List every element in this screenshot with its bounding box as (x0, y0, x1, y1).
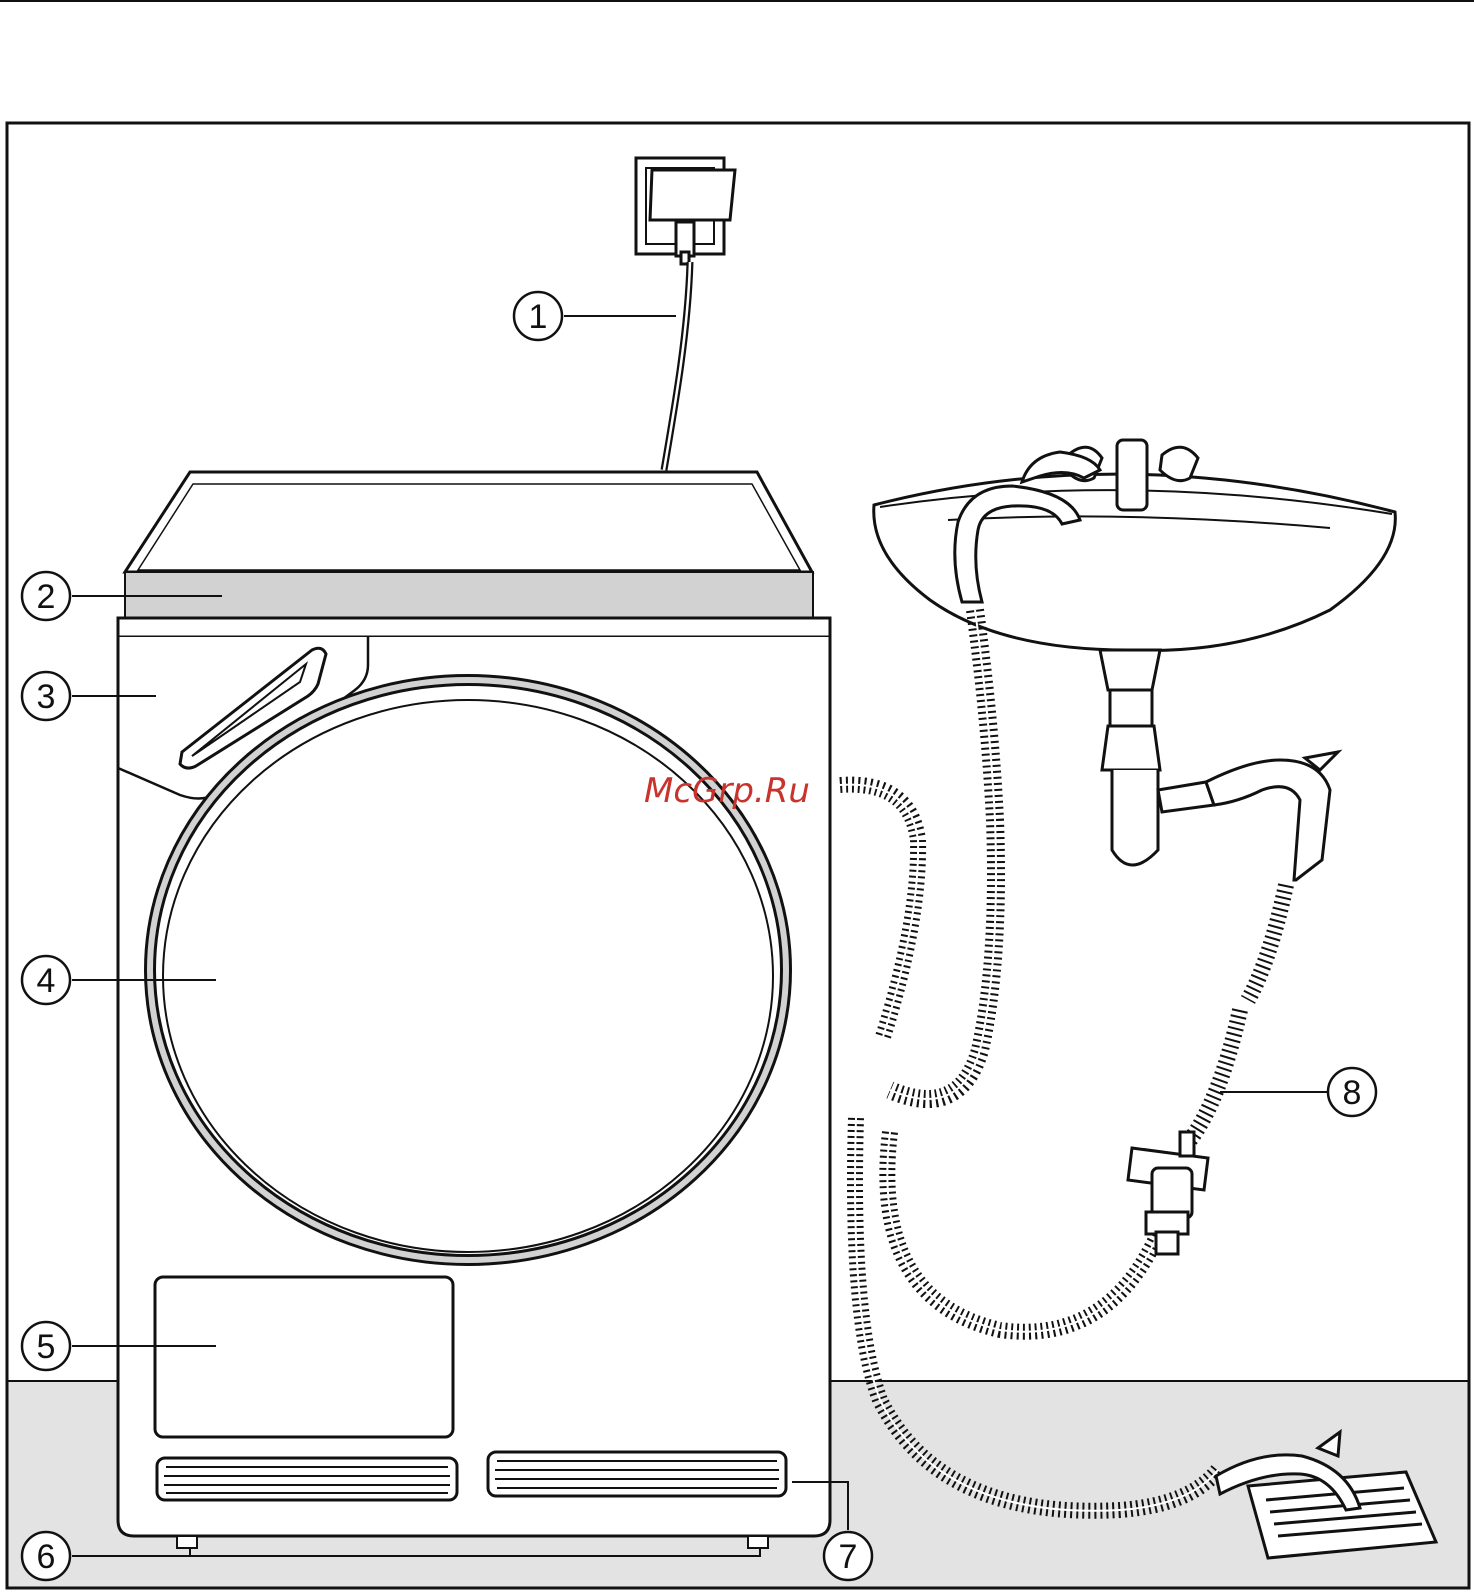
dryer-top (122, 470, 815, 574)
svg-text:8: 8 (1343, 1074, 1362, 1112)
hose-sink-clamp (953, 450, 1103, 604)
callout-4: 4 (20, 954, 72, 1006)
callout-leaders (72, 315, 1327, 1557)
air-vent-right (486, 1450, 788, 1498)
watermark: McGrp.Ru (644, 771, 810, 811)
svg-text:6: 6 (37, 1538, 56, 1576)
callout-1: 1 (512, 290, 564, 342)
door-handle (178, 646, 328, 770)
svg-text:3: 3 (37, 678, 56, 716)
non-return-valve (1126, 1130, 1210, 1256)
control-panel-strip (124, 571, 814, 619)
floor-drain (1246, 1470, 1439, 1560)
dryer-top-inner (136, 483, 802, 571)
callout-8: 8 (1326, 1066, 1378, 1118)
callout-7: 7 (822, 1530, 874, 1582)
svg-text:4: 4 (37, 962, 56, 1000)
power-cable (660, 261, 694, 471)
callout-5: 5 (20, 1320, 72, 1372)
drain-hose-coils (839, 608, 1294, 1519)
callout-3: 3 (20, 670, 72, 722)
hose-drain-trap (1183, 883, 1294, 1145)
hose-sink (886, 608, 1005, 1108)
hose-upper-loop (839, 776, 927, 1043)
door (144, 674, 792, 1266)
svg-text:2: 2 (37, 578, 56, 616)
svg-text:5: 5 (37, 1328, 56, 1366)
callout-2: 2 (20, 570, 72, 622)
hose-floor-clamp (1214, 1428, 1362, 1512)
hose-middle-loop (879, 1131, 1168, 1340)
svg-text:7: 7 (839, 1538, 858, 1576)
svg-text:1: 1 (529, 298, 548, 336)
wall-socket (634, 156, 737, 266)
air-vent-left (155, 1456, 459, 1502)
dryer (116, 470, 832, 1549)
dryer-front-edge (116, 616, 832, 639)
washbasin (872, 438, 1397, 882)
foot-right (747, 1535, 769, 1549)
diagram-frame (5, 121, 1471, 1590)
page-top-rule (0, 0, 1474, 2)
callout-6: 6 (20, 1530, 72, 1582)
access-panel (153, 1275, 455, 1439)
foot-left (176, 1535, 198, 1549)
